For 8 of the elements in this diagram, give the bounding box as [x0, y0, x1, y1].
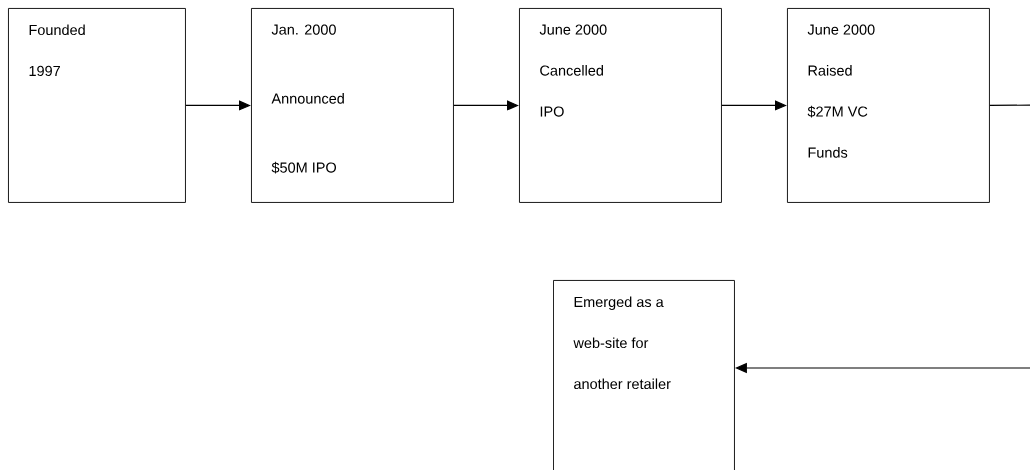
arrow: [453, 100, 519, 111]
process-box: Emerged as a web-site for another retailer: [553, 280, 735, 470]
arrow: [185, 100, 251, 111]
process-box: Jan. 2000 Announced $50M IPO: [251, 8, 454, 203]
process-box: June 2000 Cancelled IPO: [519, 8, 722, 203]
process-box: Founded 1997: [8, 8, 186, 203]
process-box: June 2000 Raised $27M VC Funds: [787, 8, 990, 203]
arrow: [721, 100, 787, 111]
